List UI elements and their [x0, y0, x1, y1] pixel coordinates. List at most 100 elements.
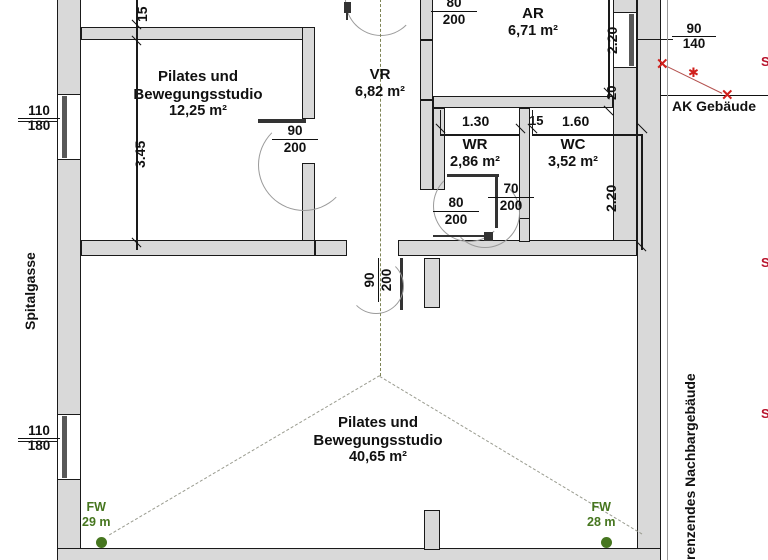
- fw-right-value: 28 m: [587, 514, 616, 529]
- leader-window-left-bottom: [18, 441, 58, 443]
- dimline-345: [136, 40, 138, 250]
- room-name-wr: WR: [462, 136, 488, 153]
- opening-door-wr-height: 200: [444, 212, 468, 228]
- room-area-wr: 2,86 m²: [450, 153, 500, 170]
- room-name-upper-studio-l1: Pilates und: [157, 68, 239, 85]
- ak-red-x-lower: ✕: [721, 87, 734, 104]
- opening-right-height: 140: [682, 36, 706, 52]
- opening-door-wr-width: 80: [448, 195, 464, 210]
- opening-door-wc-width: 70: [503, 181, 519, 196]
- room-label-wr: WR 2,86 m²: [430, 136, 520, 171]
- wall-ar-top: [420, 0, 433, 40]
- street-label-spitalgasse: Spitalgasse: [22, 252, 38, 330]
- fw-right-title: FW: [591, 500, 611, 514]
- room-area-main-studio: 40,65 m²: [348, 449, 408, 466]
- dim-20: 20: [604, 85, 619, 100]
- dim-ar-height: 2.20: [604, 26, 620, 54]
- room-area-vr: 6,82 m²: [355, 83, 405, 100]
- wall-exterior-right: [637, 0, 661, 560]
- fw-left-title: FW: [86, 500, 106, 514]
- opening-label-door-ar: 80 200: [431, 0, 477, 28]
- opening-label-window-left-bottom: 110 180: [18, 423, 60, 454]
- ak-gebaeude-label: AK Gebäude: [672, 98, 757, 114]
- window-left-bottom-glass: [62, 416, 67, 478]
- opening-door-wc-bar: [488, 197, 534, 199]
- dim-wr-width: 1.30: [462, 113, 490, 129]
- door-swing-upper-studio: [258, 119, 350, 211]
- edge-note-middle: S: [761, 255, 768, 270]
- dimline-ar-height: [608, 0, 610, 98]
- ak-red-asterisk: ✱: [688, 65, 699, 80]
- leader-window-left-top: [18, 121, 58, 123]
- room-area-upper-studio: 12,25 m²: [168, 103, 228, 120]
- wall-corridor-divider: [315, 240, 347, 256]
- opening-door-wc-height: 200: [499, 198, 523, 214]
- room-name-upper-studio-l2: Bewegungsstudio: [133, 85, 263, 103]
- fw-left-value: 29 m: [82, 514, 111, 529]
- opening-right-width: 90: [686, 21, 702, 36]
- edge-note-bottom: S: [761, 406, 768, 421]
- opening-door-studio-width: 90: [287, 123, 303, 138]
- wall-upper-studio-top: [81, 27, 315, 40]
- opening-left-bottom-bar: [18, 438, 60, 440]
- opening-door-studio-height: 200: [283, 140, 307, 156]
- page-column-rule: [667, 0, 669, 560]
- opening-label-door-wc: 70 200: [488, 181, 534, 214]
- electrical-symbol-vr-stem: [346, 13, 348, 20]
- dim-345: 3.45: [132, 140, 148, 168]
- ak-gebaeude-baseline: [661, 95, 768, 96]
- dimline-wc-height: [641, 134, 643, 250]
- wall-ar-bottom: [433, 96, 613, 108]
- wall-pilaster-bottom: [424, 510, 440, 550]
- opening-label-door-vr-main: 90 200: [362, 258, 395, 302]
- dim-wc-width: 1.60: [562, 113, 590, 129]
- opening-door-ar-bar: [431, 11, 477, 13]
- neighbour-building-label: renzendes Nachbargebäude: [682, 373, 698, 560]
- electrical-lead-wr: [433, 235, 485, 237]
- opening-door-wr-bar: [433, 211, 479, 213]
- fw-marker-right-label: FW 28 m: [587, 500, 616, 530]
- room-name-main-studio-l2: Bewegungsstudio: [313, 431, 443, 449]
- window-right-ar-glass: [629, 14, 634, 66]
- opening-door-vr-width: 90: [362, 272, 377, 288]
- dimline-wr-width: [440, 134, 520, 136]
- room-name-vr: VR: [369, 66, 391, 83]
- opening-left-top-bar: [18, 118, 60, 120]
- wall-vr-right-lower: [420, 100, 433, 190]
- opening-label-window-right: 90 140: [672, 21, 716, 52]
- room-label-vr: VR 6,82 m²: [330, 66, 430, 101]
- electrical-symbol-vr: [344, 2, 351, 13]
- dim-wc-height: 2.20: [603, 184, 619, 212]
- wall-pilaster-upper: [424, 258, 440, 308]
- wall-wc-bottom-stub: [519, 218, 530, 242]
- wall-exterior-bottom: [57, 548, 661, 560]
- opening-left-bottom-width: 110: [28, 423, 50, 438]
- room-area-wc: 3,52 m²: [548, 153, 598, 170]
- window-left-bottom-opening: [57, 414, 81, 480]
- room-area-ar: 6,71 m²: [508, 22, 558, 39]
- electrical-symbol-wr: [484, 232, 493, 241]
- room-label-wc: WC 3,52 m²: [528, 136, 618, 171]
- fw-marker-right-dot: [601, 537, 612, 548]
- dimline-wc-width: [532, 134, 641, 136]
- opening-door-studio-bar: [272, 139, 318, 141]
- opening-door-vr-height: 200: [379, 268, 395, 292]
- opening-label-window-left-top: 110 180: [18, 103, 60, 134]
- door-leaf-upper-studio: [258, 119, 306, 123]
- window-left-top-opening: [57, 94, 81, 160]
- section-line-vertical: [380, 0, 381, 376]
- door-swing-ar: [345, 0, 417, 36]
- edge-note-top: S: [761, 54, 768, 69]
- fw-marker-left-dot: [96, 537, 107, 548]
- dimline-wc-ext-left: [532, 110, 534, 134]
- wall-vr-right-upper: [420, 40, 433, 100]
- opening-door-ar-width: 80: [446, 0, 462, 10]
- room-label-upper-studio: Pilates und Bewegungsstudio 12,25 m²: [118, 68, 278, 120]
- room-label-ar: AR 6,71 m²: [478, 5, 588, 40]
- window-left-top-glass: [62, 96, 67, 158]
- door-swing-vr-main: [348, 258, 404, 314]
- fw-marker-left-label: FW 29 m: [82, 500, 111, 530]
- dimline-15-top: [136, 0, 138, 40]
- room-name-ar: AR: [522, 5, 544, 22]
